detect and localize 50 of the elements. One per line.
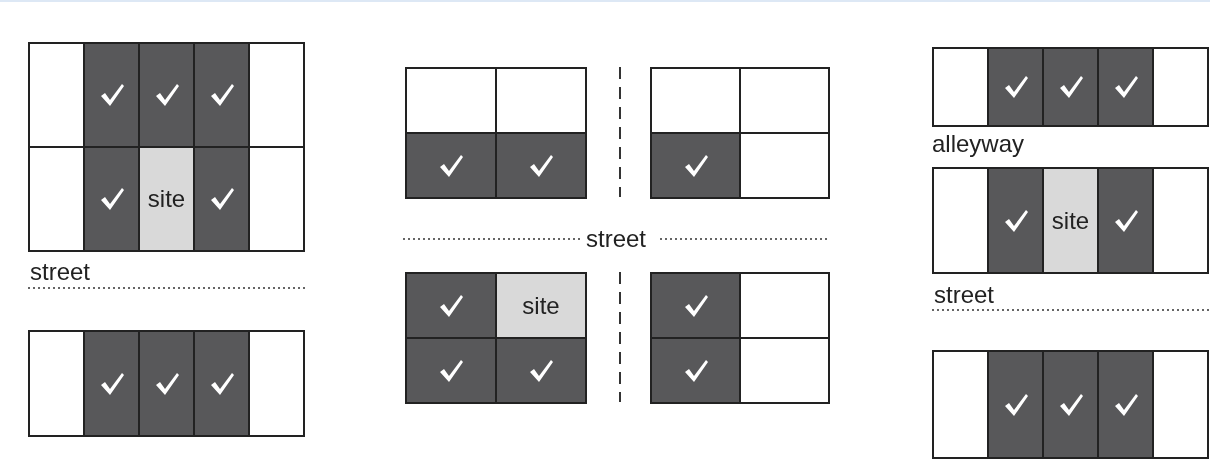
lot-cell — [987, 167, 1044, 274]
lot-cell — [248, 146, 305, 252]
lot-cell — [405, 132, 497, 199]
street-label: street — [586, 227, 647, 251]
lot-cell — [405, 337, 497, 404]
site-lot: site — [138, 146, 195, 252]
lot-cell — [987, 350, 1044, 459]
lot-cell — [1152, 167, 1209, 274]
lot-cell — [1042, 47, 1099, 127]
lot-cell — [650, 132, 741, 199]
lot-cell — [1097, 167, 1154, 274]
lot-cell — [739, 272, 830, 339]
lot-cell — [987, 47, 1044, 127]
lot-cell — [83, 146, 140, 252]
lot-cell — [1097, 350, 1154, 459]
lot-cell — [28, 330, 85, 437]
lot-cell — [28, 146, 85, 252]
lot-cell — [1152, 350, 1209, 459]
lot-cell — [248, 42, 305, 148]
lot-cell — [193, 146, 250, 252]
lot-cell — [739, 67, 830, 134]
lot-cell — [28, 42, 85, 148]
lot-cell — [495, 67, 587, 134]
site-lot: site — [495, 272, 587, 339]
lot-cell — [248, 330, 305, 437]
site-lot: site — [1042, 167, 1099, 274]
lot-cell — [932, 167, 989, 274]
lot-cell — [138, 330, 195, 437]
lot-cell — [193, 42, 250, 148]
lot-cell — [650, 272, 741, 339]
street-label: street — [30, 260, 91, 284]
lot-cell — [405, 272, 497, 339]
alleyway-label: alleyway — [932, 132, 1025, 156]
lot-cell — [495, 337, 587, 404]
lot-cell — [650, 67, 741, 134]
lot-cell — [405, 67, 497, 134]
lot-cell — [932, 350, 989, 459]
lot-cell — [1152, 47, 1209, 127]
lot-cell — [1097, 47, 1154, 127]
lot-cell — [83, 330, 140, 437]
lot-cell — [650, 337, 741, 404]
lot-cell — [739, 132, 830, 199]
lot-cell — [1042, 350, 1099, 459]
lot-cell — [739, 337, 830, 404]
lot-cell — [138, 42, 195, 148]
lot-cell — [932, 47, 989, 127]
lot-cell — [495, 132, 587, 199]
street-label: street — [934, 283, 995, 307]
lot-cell — [193, 330, 250, 437]
lot-cell — [83, 42, 140, 148]
